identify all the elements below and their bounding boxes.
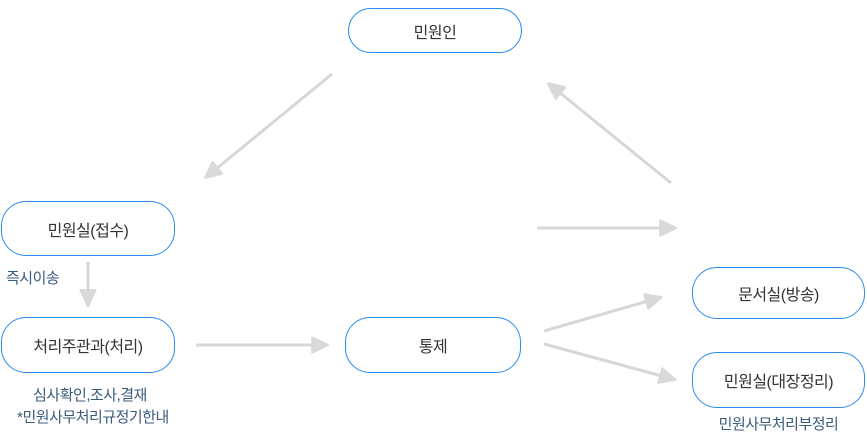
arrow-control-to-ledger-room bbox=[543, 342, 677, 384]
node-ledger-room: 민원실(대장정리) bbox=[692, 352, 865, 408]
label-handling-note-line1: 심사확인,조사,결재 bbox=[33, 387, 147, 404]
node-document-room: 문서실(방송) bbox=[692, 267, 865, 319]
node-handling-dept: 처리주관과(처리) bbox=[1, 317, 175, 373]
label-ledger-note: 민원사무처리부정리 bbox=[718, 416, 839, 433]
node-control: 통제 bbox=[345, 317, 521, 373]
node-reception: 민원실(접수) bbox=[1, 201, 175, 256]
arrow-up-right-to-petitioner bbox=[547, 82, 672, 185]
label-handling-note-line2: *민원사무처리규정기한내 bbox=[17, 409, 169, 426]
arrow-petitioner-to-reception bbox=[204, 72, 333, 179]
arrow-control-to-document-room bbox=[543, 293, 663, 333]
label-immediate-transfer: 즉시이송 bbox=[6, 270, 60, 287]
node-petitioner: 민원인 bbox=[348, 8, 522, 53]
